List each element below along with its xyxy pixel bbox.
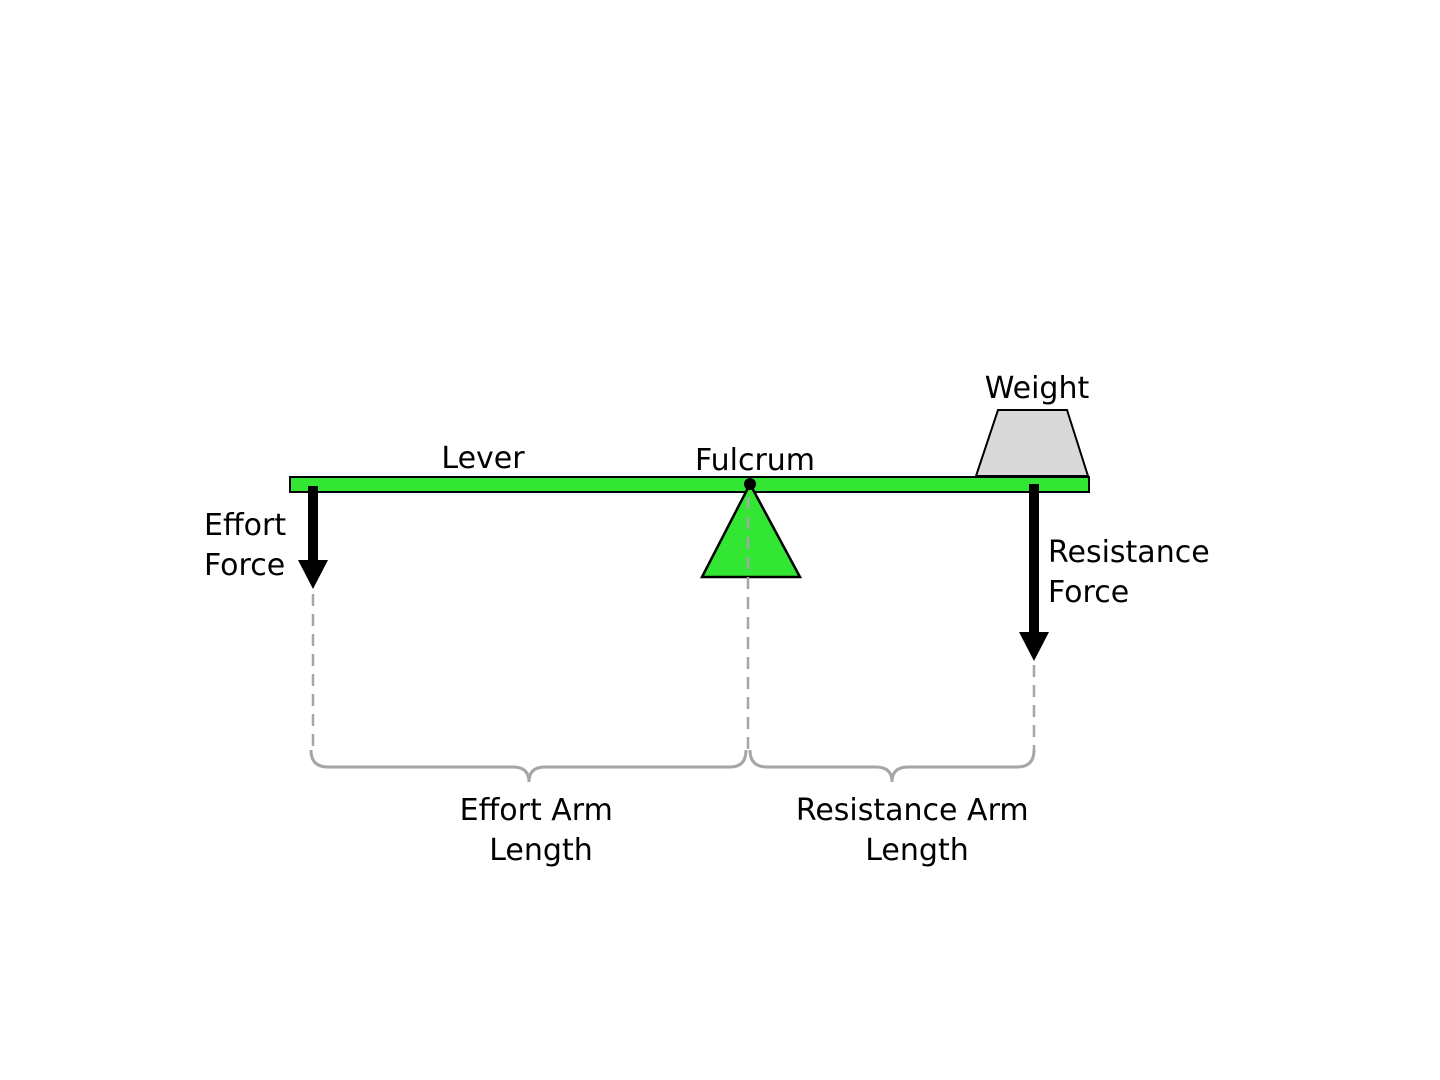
resistance-arrow-head [1019, 632, 1049, 661]
effort-force-label-line-2: Force [204, 548, 285, 583]
effort-arrow-shaft [308, 486, 318, 562]
resistance-force-label-line-1: Resistance [1048, 535, 1210, 570]
resistance-arrow-shaft [1029, 484, 1039, 634]
effort-force-label-line-1: Effort [204, 508, 286, 543]
effort-arm-length-label-line-1: Effort Arm [460, 793, 613, 828]
effort-arrow-head [298, 560, 328, 589]
effort-arm-length-label-line-2: Length [489, 833, 592, 868]
effort-force-label: Effort Force [204, 508, 296, 583]
weight-label: Weight [985, 371, 1090, 406]
resistance-force-label-line-2: Force [1048, 575, 1129, 610]
effort-arm-brace [309, 749, 748, 783]
resistance-arm-length-label-line-1: Resistance Arm [796, 793, 1029, 828]
lever-bar [289, 476, 1090, 493]
weight-block [974, 409, 1090, 477]
resistance-arm-brace [748, 749, 1036, 783]
fulcrum-label: Fulcrum [695, 443, 815, 478]
effort-force-arrow [298, 486, 328, 589]
resistance-force-label: Resistance Force [1048, 535, 1219, 610]
resistance-arm-length-label-line-2: Length [865, 833, 968, 868]
resistance-force-arrow [1019, 484, 1049, 661]
resistance-arm-length-label: Resistance Arm Length [796, 793, 1038, 868]
effort-arm-length-label: Effort Arm Length [460, 793, 623, 868]
pivot-point [744, 478, 756, 490]
lever-label: Lever [441, 441, 525, 476]
fulcrum-triangle [699, 481, 803, 579]
